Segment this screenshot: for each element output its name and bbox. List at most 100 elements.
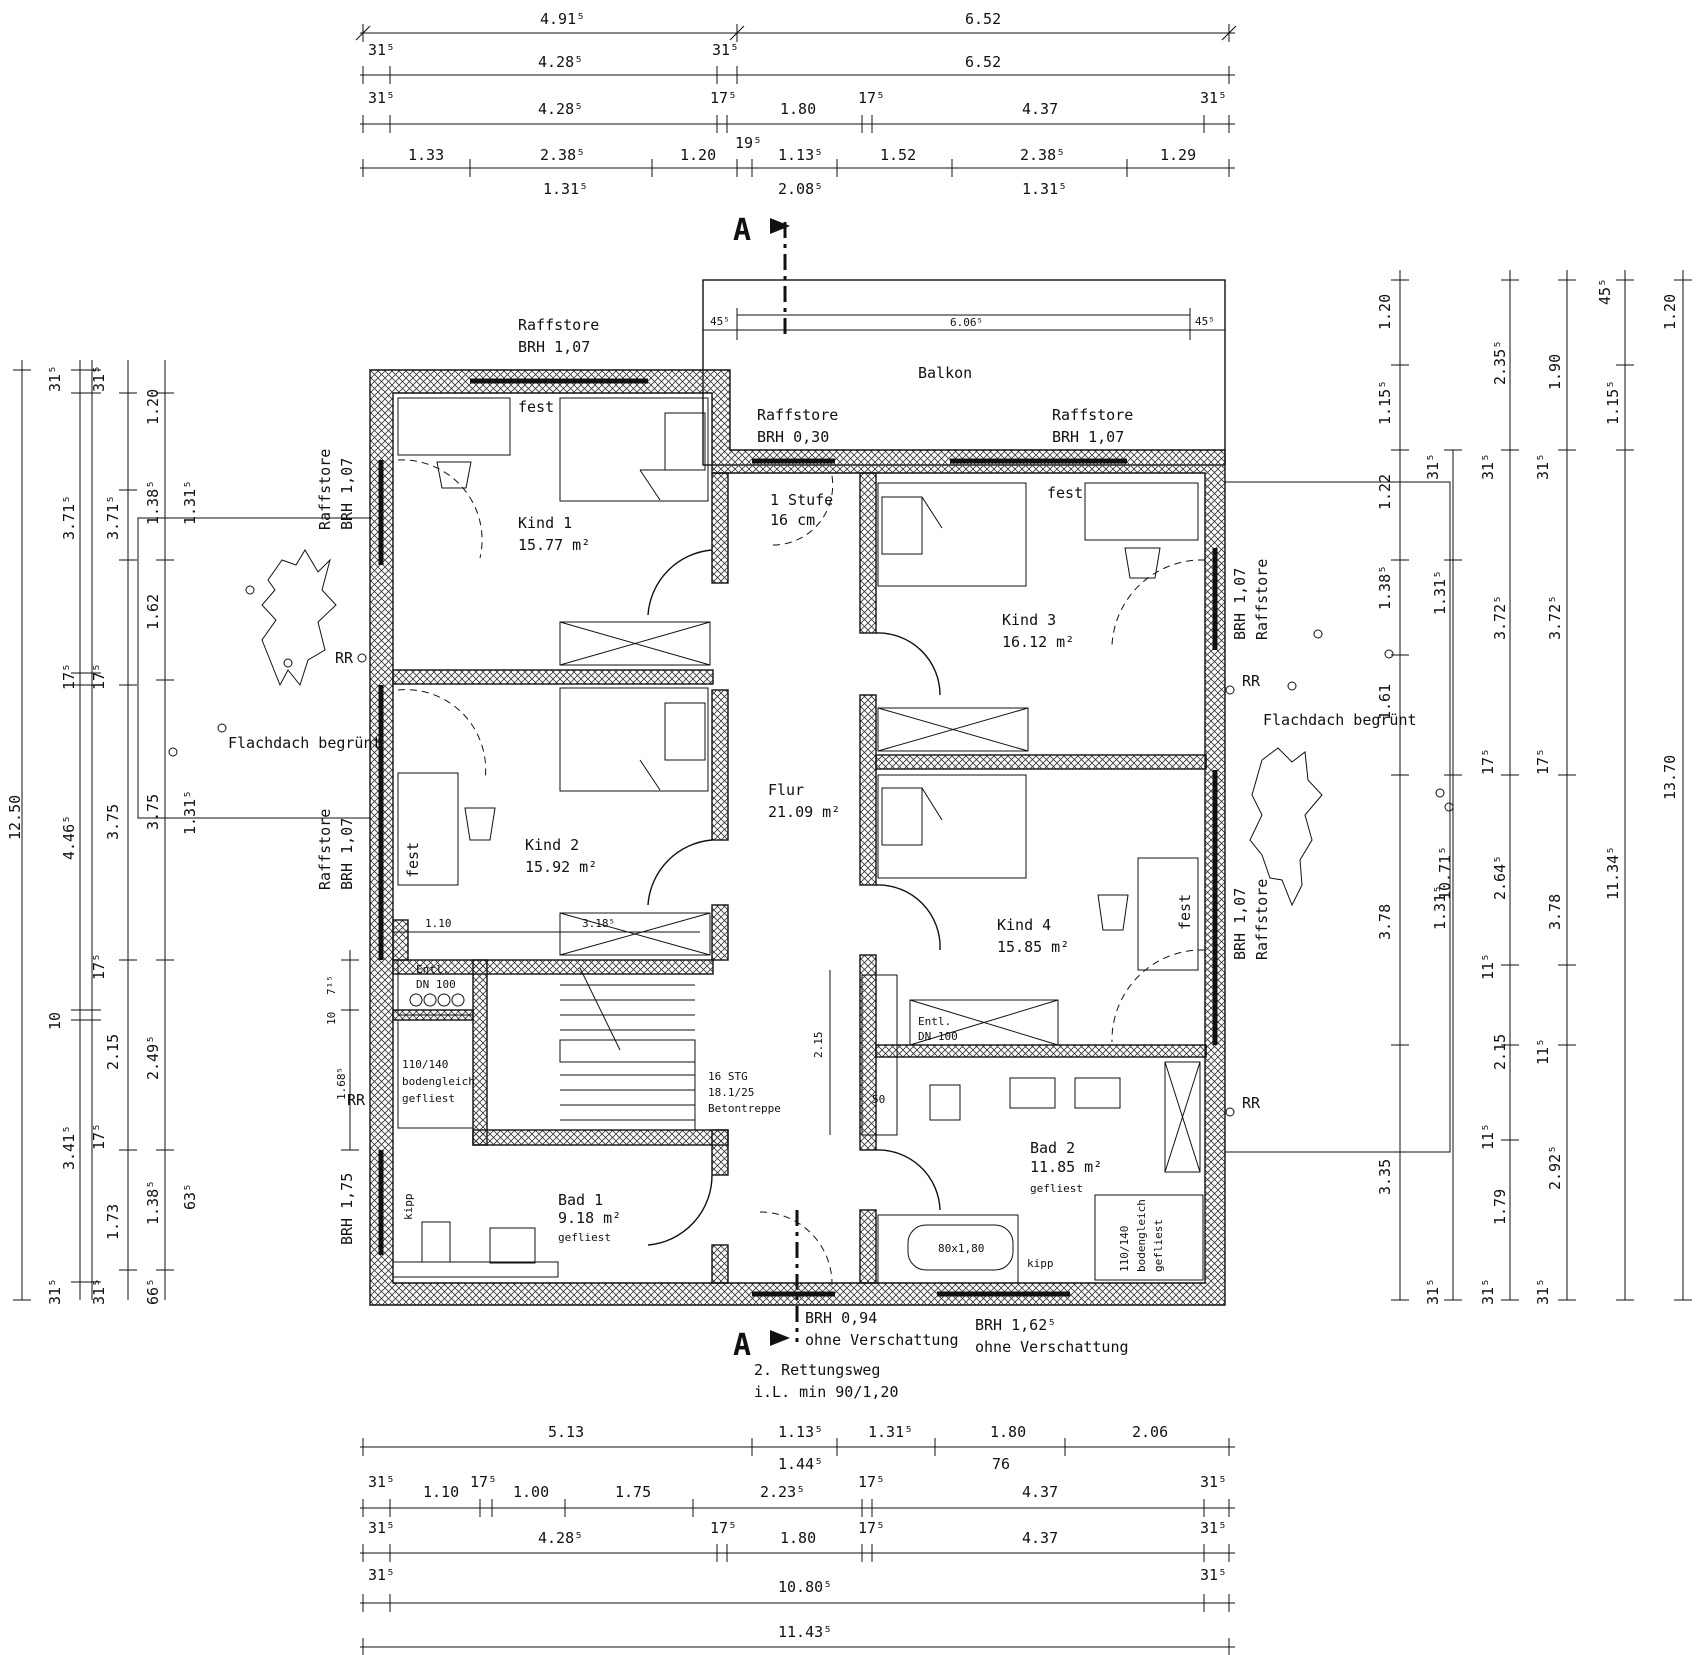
svg-text:4.28⁵: 4.28⁵ bbox=[538, 1529, 583, 1547]
top-dim-r3d: 1.80 bbox=[780, 100, 816, 118]
svg-text:RR: RR bbox=[1242, 1094, 1261, 1112]
svg-text:2.15: 2.15 bbox=[104, 1034, 122, 1070]
svg-text:BRH 0,94: BRH 0,94 bbox=[805, 1309, 877, 1327]
svg-text:1.31⁵: 1.31⁵ bbox=[181, 790, 199, 835]
svg-text:2.06: 2.06 bbox=[1132, 1423, 1168, 1441]
top-dim-r5b: 2.08⁵ bbox=[778, 180, 823, 198]
svg-text:31⁵: 31⁵ bbox=[90, 365, 108, 392]
svg-text:10: 10 bbox=[46, 1012, 64, 1030]
escape-route-label: 2. Rettungsweg bbox=[754, 1361, 880, 1379]
svg-text:3.71⁵: 3.71⁵ bbox=[104, 495, 122, 540]
top-dim-r5a: 1.31⁵ bbox=[543, 180, 588, 198]
svg-text:17⁵: 17⁵ bbox=[858, 1519, 885, 1537]
svg-text:DN 100: DN 100 bbox=[416, 978, 456, 991]
svg-text:Entl.: Entl. bbox=[918, 1015, 951, 1028]
svg-text:11⁵: 11⁵ bbox=[1479, 953, 1497, 980]
svg-text:BRH 1,62⁵: BRH 1,62⁵ bbox=[975, 1316, 1056, 1334]
svg-text:31⁵: 31⁵ bbox=[46, 365, 64, 392]
bad2-note: gefliest bbox=[1030, 1182, 1083, 1195]
svg-text:110/140: 110/140 bbox=[402, 1058, 448, 1071]
svg-text:Raffstore: Raffstore bbox=[1052, 406, 1133, 424]
svg-text:1.13⁵: 1.13⁵ bbox=[778, 1423, 823, 1441]
svg-text:Raffstore: Raffstore bbox=[1253, 559, 1271, 640]
svg-text:BRH 1,07: BRH 1,07 bbox=[518, 338, 590, 356]
svg-text:66⁵: 66⁵ bbox=[144, 1278, 162, 1305]
svg-text:1.38⁵: 1.38⁵ bbox=[1376, 565, 1394, 610]
section-marker-bottom: A bbox=[733, 1210, 799, 1363]
kind2-area: 15.92 m² bbox=[525, 858, 597, 876]
svg-text:31⁵: 31⁵ bbox=[1479, 1278, 1497, 1305]
svg-text:1.80: 1.80 bbox=[780, 1529, 816, 1547]
svg-text:1.38⁵: 1.38⁵ bbox=[144, 1180, 162, 1225]
top-dimension-chains: 4.91⁵ 6.52 31⁵ 4.28⁵ 31⁵ 6.52 31⁵ 4.28⁵ … bbox=[355, 10, 1237, 198]
svg-text:2.49⁵: 2.49⁵ bbox=[144, 1035, 162, 1080]
top-dim-r4b: 2.38⁵ bbox=[540, 146, 585, 164]
svg-text:1.00: 1.00 bbox=[513, 1483, 549, 1501]
svg-text:Raffstore: Raffstore bbox=[518, 316, 599, 334]
svg-text:3.78: 3.78 bbox=[1546, 894, 1564, 930]
bad1-note: gefliest bbox=[558, 1231, 611, 1244]
svg-text:17⁵: 17⁵ bbox=[470, 1473, 497, 1491]
svg-text:7¹⁵: 7¹⁵ bbox=[325, 975, 338, 995]
svg-text:31⁵: 31⁵ bbox=[1534, 453, 1552, 480]
svg-text:RR: RR bbox=[1242, 672, 1261, 690]
svg-text:31⁵: 31⁵ bbox=[1424, 453, 1442, 480]
svg-text:31⁵: 31⁵ bbox=[1200, 1519, 1227, 1537]
flur-name: Flur bbox=[768, 781, 804, 799]
top-dim-r3e: 17⁵ bbox=[858, 89, 885, 107]
svg-text:6.06⁵: 6.06⁵ bbox=[950, 316, 983, 329]
svg-text:17⁵: 17⁵ bbox=[90, 1123, 108, 1150]
svg-text:3.18⁵: 3.18⁵ bbox=[582, 917, 615, 930]
svg-text:3.78: 3.78 bbox=[1376, 904, 1394, 940]
kind2-name: Kind 2 bbox=[525, 836, 579, 854]
svg-text:5.13: 5.13 bbox=[548, 1423, 584, 1441]
svg-text:RR: RR bbox=[347, 1091, 366, 1109]
svg-text:3.35: 3.35 bbox=[1376, 1159, 1394, 1195]
svg-text:17⁵: 17⁵ bbox=[858, 1473, 885, 1491]
svg-text:31⁵: 31⁵ bbox=[90, 1278, 108, 1305]
svg-text:31⁵: 31⁵ bbox=[1200, 1566, 1227, 1584]
flachdach-left: Flachdach begrünt bbox=[228, 734, 382, 752]
svg-text:2.15: 2.15 bbox=[1491, 1034, 1509, 1070]
bad2-name: Bad 2 bbox=[1030, 1139, 1075, 1157]
svg-text:11⁵: 11⁵ bbox=[1534, 1038, 1552, 1065]
svg-text:1.10: 1.10 bbox=[425, 917, 452, 930]
top-dim-r2d: 6.52 bbox=[965, 53, 1001, 71]
svg-text:3.72⁵: 3.72⁵ bbox=[1491, 595, 1509, 640]
svg-text:4.46⁵: 4.46⁵ bbox=[60, 815, 78, 860]
svg-text:BRH 0,30: BRH 0,30 bbox=[757, 428, 829, 446]
svg-text:1.44⁵: 1.44⁵ bbox=[778, 1455, 823, 1473]
svg-text:RR: RR bbox=[335, 649, 354, 667]
svg-text:3.75: 3.75 bbox=[144, 794, 162, 830]
svg-text:80x1,80: 80x1,80 bbox=[938, 1242, 984, 1255]
svg-text:i.L. min 90/1,20: i.L. min 90/1,20 bbox=[754, 1383, 899, 1401]
svg-text:1.75: 1.75 bbox=[615, 1483, 651, 1501]
svg-text:gefliest: gefliest bbox=[402, 1092, 455, 1105]
furniture bbox=[392, 397, 1204, 1284]
svg-text:Raffstore: Raffstore bbox=[757, 406, 838, 424]
svg-text:fest: fest bbox=[404, 842, 422, 878]
top-dim-r3c: 17⁵ bbox=[710, 89, 737, 107]
svg-text:12.50: 12.50 bbox=[6, 795, 24, 840]
kind4-name: Kind 4 bbox=[997, 916, 1051, 934]
svg-text:11⁵: 11⁵ bbox=[1479, 1123, 1497, 1150]
svg-text:31⁵: 31⁵ bbox=[1534, 1278, 1552, 1305]
top-dim-r3a: 31⁵ bbox=[368, 89, 395, 107]
svg-text:A: A bbox=[733, 213, 751, 248]
svg-text:31⁵: 31⁵ bbox=[368, 1473, 395, 1491]
svg-text:110/140: 110/140 bbox=[1118, 1226, 1131, 1272]
svg-text:1.90: 1.90 bbox=[1546, 354, 1564, 390]
top-dim-r4g: 2.38⁵ bbox=[1020, 146, 1065, 164]
annotations: Raffstore BRH 1,07 Raffstore BRH 0,30 Ra… bbox=[228, 316, 1417, 1401]
top-dim-r3g: 31⁵ bbox=[1200, 89, 1227, 107]
svg-text:Entl.: Entl. bbox=[416, 963, 449, 976]
bottom-dimension-chains: 5.13 1.13⁵ 1.31⁵ 1.80 2.06 1.44⁵ 76 31⁵ … bbox=[360, 1423, 1235, 1655]
room-labels: Kind 1 15.77 m² Kind 2 15.92 m² Kind 3 1… bbox=[518, 514, 1102, 1244]
svg-text:10.80⁵: 10.80⁵ bbox=[778, 1578, 832, 1596]
svg-text:BRH 1,07: BRH 1,07 bbox=[338, 458, 356, 530]
kind3-name: Kind 3 bbox=[1002, 611, 1056, 629]
svg-text:Raffstore: Raffstore bbox=[1253, 879, 1271, 960]
top-dim-r3b: 4.28⁵ bbox=[538, 100, 583, 118]
svg-text:kipp: kipp bbox=[402, 1194, 415, 1221]
